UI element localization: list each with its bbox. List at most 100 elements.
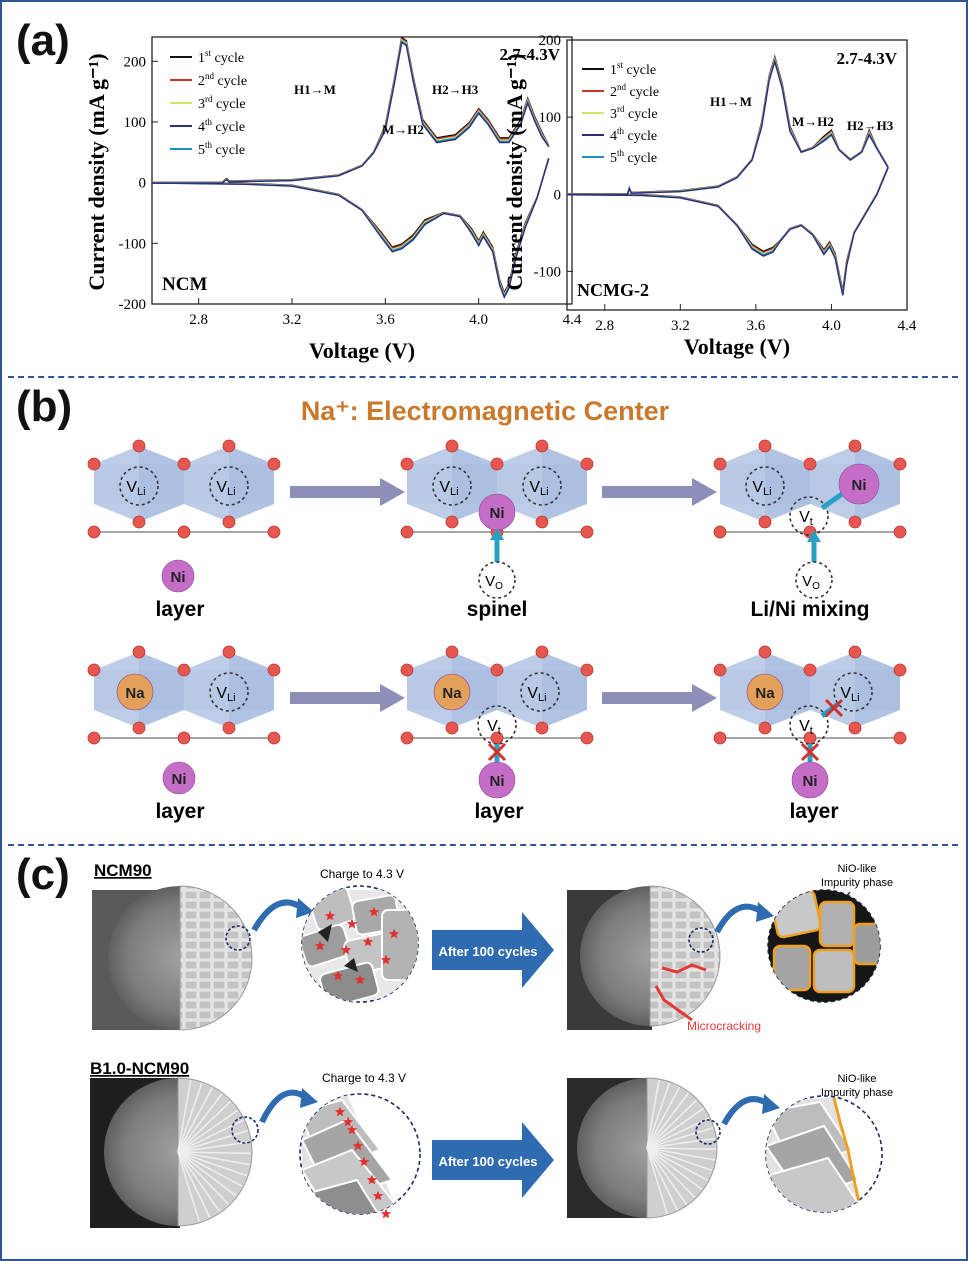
series-line-cycle-4 [152, 41, 550, 184]
radial-grain-boundary [646, 1092, 690, 1149]
ion-ni [162, 761, 196, 795]
charge-label: Charge to 4.3 V [322, 1071, 406, 1085]
oxygen-atom [177, 731, 191, 745]
radial-grain-boundary [177, 1151, 201, 1223]
zoom-radial-grains-cycled [766, 1097, 866, 1212]
oxygen-atom [400, 731, 414, 745]
legend-entry: 3rd cycle [610, 104, 658, 122]
radial-grain-boundary [177, 1151, 243, 1187]
ion-label: Ni [171, 569, 186, 586]
transition-annotation: H2→H3 [847, 118, 894, 133]
radial-grain-boundary [177, 1141, 251, 1153]
transition-annotation: H1→M [294, 82, 336, 97]
strain-markers [334, 1106, 392, 1219]
curved-arrow-head [300, 1088, 318, 1108]
oxygen-atom [400, 457, 414, 471]
oxygen-atom [222, 515, 236, 529]
schematic-half-cycled [649, 885, 721, 1027]
oxygen-atom [535, 721, 549, 735]
oxygen-atom [445, 439, 459, 453]
y-tick-label: 200 [539, 33, 562, 49]
y-tick-label: -200 [119, 297, 147, 313]
strain-marker [352, 1140, 364, 1151]
blocked-cross [487, 742, 507, 762]
oxygen-atom [713, 457, 727, 471]
voltage-range-label: 2.7-4.3V [500, 45, 561, 64]
transition-annotation: M→H2 [792, 114, 834, 129]
impurity-label: Impurity phase [821, 877, 893, 889]
octahedron-face [407, 652, 452, 728]
zoom-grains-cycled [768, 890, 880, 1002]
radial-grain-boundary [646, 1147, 678, 1211]
radial-grain-boundary [646, 1147, 713, 1172]
oxygen-atom [848, 515, 862, 529]
strain-marker [358, 1156, 370, 1167]
ion-label: Ni [803, 773, 818, 790]
transition-annotation: H1→M [710, 94, 752, 109]
x-tick-label: 4.0 [469, 312, 488, 328]
strain-marker [332, 970, 344, 981]
vacancy-label: VLi [216, 685, 235, 704]
oxygen-atom [132, 439, 146, 453]
ion-na [116, 673, 154, 711]
cycle-label: After 100 cycles [438, 944, 537, 959]
radial-grain-boundary [177, 1151, 237, 1197]
vacancy-site [795, 561, 833, 599]
vacancy-site [119, 466, 159, 506]
oxygen-atom [758, 645, 772, 659]
vacancy-label: VLi [126, 479, 145, 498]
y-axis-label: Current density (mA g⁻¹) [502, 53, 527, 290]
oxygen-atom [445, 515, 459, 529]
vacancy-label: VO [802, 573, 820, 592]
blocked-cross [824, 698, 844, 718]
ion-label: Ni [172, 771, 187, 788]
strain-marker [366, 1174, 378, 1185]
vacancy-label: Vt [799, 509, 813, 528]
series-line-cycle-4 [151, 158, 550, 300]
curved-arrow [721, 1096, 770, 1126]
x-tick-label: 3.6 [747, 318, 766, 334]
zoom-marker [225, 925, 251, 951]
x-tick-label: 3.2 [283, 312, 302, 328]
octahedron-face [407, 446, 452, 522]
charge-label: Charge to 4.3 V [320, 867, 404, 881]
migration-arrow [820, 491, 844, 511]
oxygen-atom [87, 457, 101, 471]
transition-arrow [290, 478, 405, 506]
vacancy-site [745, 466, 785, 506]
ion-ni [161, 559, 195, 593]
structure-caption: layer [155, 800, 204, 823]
radial-grain-boundary [177, 1082, 203, 1153]
impurity-label: NiO-like [837, 1073, 876, 1085]
octahedron-face [184, 652, 229, 728]
octahedron-face [765, 446, 810, 522]
strain-marker [324, 910, 336, 921]
oxygen-atom [222, 645, 236, 659]
octahedron-face [855, 652, 900, 728]
oxygen-atom [893, 525, 907, 539]
octahedron-face [497, 652, 542, 728]
legend-entry: 4th cycle [610, 126, 657, 144]
ion-label: Na [442, 685, 462, 702]
oxygen-atom [758, 439, 772, 453]
schematic-half-ncm90 [179, 885, 253, 1031]
legend-entry: 5th cycle [610, 148, 657, 166]
radial-grain-boundary [177, 1109, 239, 1153]
structure-caption: spinel [467, 598, 528, 621]
transition-arrow [290, 684, 405, 712]
sample-label: NCMG-2 [577, 280, 649, 300]
oxygen-atom [87, 731, 101, 745]
strain-marker [334, 1106, 346, 1117]
oxygen-atom [713, 731, 727, 745]
strain-marker [346, 918, 358, 929]
legend-entry: 1st cycle [610, 60, 656, 78]
oxygen-atom [222, 721, 236, 735]
crack-line [654, 985, 693, 1022]
ion-label: Ni [490, 773, 505, 790]
ion-label: Ni [852, 477, 867, 494]
oxygen-atom [893, 663, 907, 677]
blocked-cross [800, 742, 820, 762]
transition-annotation: M→H2 [382, 122, 424, 137]
